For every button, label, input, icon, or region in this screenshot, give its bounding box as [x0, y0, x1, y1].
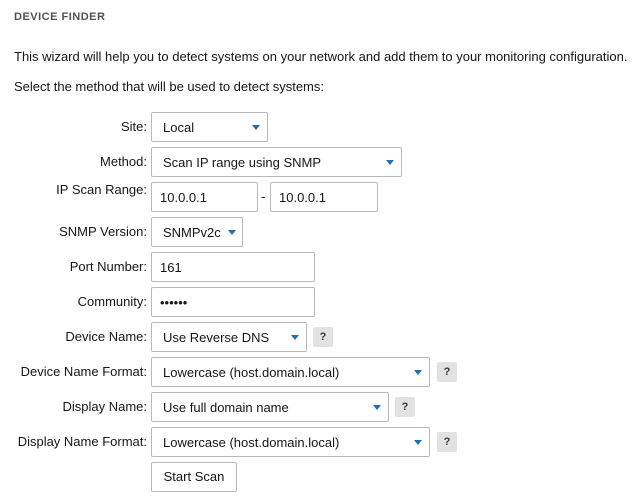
intro-text: This wizard will help you to detect syst… — [14, 49, 628, 64]
snmp-version-label: SNMP Version: — [59, 224, 147, 239]
display-name-value: Use full domain name — [163, 400, 289, 415]
ip-range-start-value: 10.0.0.1 — [160, 190, 207, 205]
chevron-down-icon — [252, 125, 260, 130]
device-name-format-select[interactable]: Lowercase (host.domain.local) — [151, 357, 430, 387]
snmp-version-row: SNMP Version: SNMPv2c — [0, 217, 642, 247]
start-scan-button[interactable]: Start Scan — [151, 462, 237, 492]
community-value: •••••• — [160, 295, 188, 310]
device-name-format-label: Device Name Format: — [20, 364, 147, 379]
method-label: Method: — [100, 154, 147, 169]
snmp-version-value: SNMPv2c — [163, 225, 221, 240]
site-select[interactable]: Local — [151, 112, 268, 142]
chevron-down-icon — [373, 405, 381, 410]
help-icon[interactable]: ? — [437, 362, 457, 382]
ip-range-label: IP Scan Range: — [56, 182, 147, 197]
community-row: Community: •••••• — [0, 287, 642, 317]
method-select[interactable]: Scan IP range using SNMP — [151, 147, 402, 177]
display-name-row: Display Name: Use full domain name ? — [0, 392, 642, 422]
display-name-format-select[interactable]: Lowercase (host.domain.local) — [151, 427, 430, 457]
ip-range-row: IP Scan Range: 10.0.0.1 - 10.0.0.1 — [0, 182, 642, 212]
site-row: Site: Local — [0, 112, 642, 142]
port-value: 161 — [160, 260, 182, 275]
display-name-label: Display Name: — [62, 399, 147, 414]
ip-range-start-input[interactable]: 10.0.0.1 — [151, 182, 258, 212]
display-name-format-row: Display Name Format: Lowercase (host.dom… — [0, 427, 642, 457]
port-label: Port Number: — [69, 259, 147, 274]
community-password-input[interactable]: •••••• — [151, 287, 315, 317]
chevron-down-icon — [291, 335, 299, 340]
chevron-down-icon — [414, 370, 422, 375]
snmp-version-select[interactable]: SNMPv2c — [151, 217, 243, 247]
site-value: Local — [163, 120, 195, 135]
display-name-format-value: Lowercase (host.domain.local) — [163, 435, 340, 450]
device-name-value: Use Reverse DNS — [163, 330, 270, 345]
site-label: Site: — [120, 119, 147, 134]
port-input[interactable]: 161 — [151, 252, 315, 282]
device-name-label: Device Name: — [65, 329, 147, 344]
device-name-select[interactable]: Use Reverse DNS — [151, 322, 307, 352]
device-name-row: Device Name: Use Reverse DNS ? — [0, 322, 642, 352]
chevron-down-icon — [386, 160, 394, 165]
port-row: Port Number: 161 — [0, 252, 642, 282]
instruction-text: Select the method that will be used to d… — [14, 79, 324, 94]
method-value: Scan IP range using SNMP — [163, 155, 322, 170]
device-name-format-row: Device Name Format: Lowercase (host.doma… — [0, 357, 642, 387]
community-label: Community: — [77, 294, 147, 309]
help-icon[interactable]: ? — [395, 397, 415, 417]
device-name-format-value: Lowercase (host.domain.local) — [163, 365, 340, 380]
method-row: Method: Scan IP range using SNMP — [0, 147, 642, 177]
ip-range-separator: - — [261, 189, 266, 204]
chevron-down-icon — [228, 230, 236, 235]
ip-range-end-value: 10.0.0.1 — [279, 190, 326, 205]
chevron-down-icon — [414, 440, 422, 445]
display-name-format-label: Display Name Format: — [17, 434, 147, 449]
page-title: DEVICE FINDER — [14, 11, 106, 23]
display-name-select[interactable]: Use full domain name — [151, 392, 389, 422]
help-icon[interactable]: ? — [437, 432, 457, 452]
ip-range-end-input[interactable]: 10.0.0.1 — [270, 182, 378, 212]
help-icon[interactable]: ? — [313, 327, 333, 347]
